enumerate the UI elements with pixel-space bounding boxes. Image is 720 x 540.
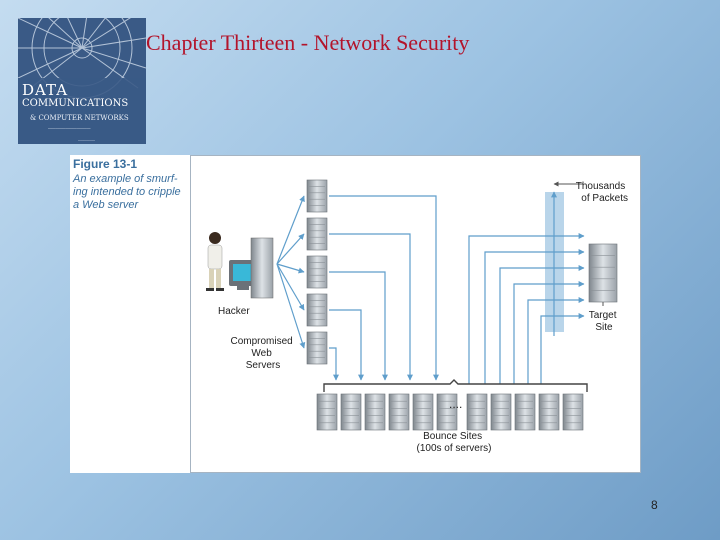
page-number: 8 <box>651 498 658 512</box>
slide-title: Chapter Thirteen - Network Security <box>146 30 470 55</box>
wheel-graphic <box>18 18 146 144</box>
book-cover-image: DATA COMMUNICATIONS & COMPUTER NETWORKS … <box>18 18 146 144</box>
reply-flood-arrow <box>513 281 585 384</box>
bounce-server-icon <box>562 393 584 431</box>
hacker-icon <box>206 232 224 291</box>
bounce-server-icon <box>340 393 362 431</box>
compromised-server-icon <box>306 331 328 365</box>
bounce-sites-label: Bounce Sites (100s of servers) <box>416 431 491 454</box>
reply-flood-arrow <box>468 233 585 384</box>
bounce-server-icon <box>538 393 560 431</box>
hacker-command-arrow <box>276 263 305 274</box>
bounce-server-icon <box>514 393 536 431</box>
spoofed-request-arrow <box>329 195 439 381</box>
hacker-label: Hacker <box>218 306 250 317</box>
bounce-ellipsis: .... <box>449 397 462 411</box>
target-server-icon <box>588 243 618 303</box>
compromised-server-icon <box>306 179 328 213</box>
reply-flood-arrow <box>499 265 585 384</box>
bounce-server-icon <box>436 393 458 431</box>
hacker-command-arrow <box>276 195 305 265</box>
compromised-server-icon <box>306 293 328 327</box>
compromised-servers-label: Compromised Web Servers <box>230 336 295 371</box>
compromised-server-icon <box>306 217 328 251</box>
hacker-computer-icon <box>229 237 274 299</box>
compromised-server-icon <box>306 255 328 289</box>
spoofed-request-arrow <box>329 309 364 381</box>
cover-title-line1: DATA <box>22 81 69 99</box>
bounce-server-icon <box>364 393 386 431</box>
spoofed-request-arrow <box>329 233 413 381</box>
figure-caption-panel: Figure 13-1 An example of smurf-ing inte… <box>70 155 190 473</box>
figure-number: Figure 13-1 <box>73 157 138 171</box>
bounce-server-icon <box>388 393 410 431</box>
bounce-bracket <box>323 379 588 392</box>
smurf-attack-diagram: .... Hacker Compromised Web Servers Thou… <box>190 155 641 473</box>
bounce-server-icon <box>490 393 512 431</box>
spoofed-request-arrow <box>329 271 388 381</box>
hacker-command-arrow <box>276 263 305 311</box>
figure-caption: An example of smurf-ing intended to crip… <box>73 173 181 211</box>
cover-title-line3: & COMPUTER NETWORKS <box>30 114 129 122</box>
target-site-label: Target Site <box>589 310 620 333</box>
hacker-command-arrow <box>276 233 305 265</box>
cover-author-text: ──────────── <box>48 126 91 132</box>
reply-flood-arrow <box>484 249 585 384</box>
reply-flood-arrow <box>540 313 585 384</box>
cover-title-line2: COMMUNICATIONS <box>22 98 129 109</box>
bounce-server-icon <box>316 393 338 431</box>
cover-publisher-text: ────── <box>78 138 96 143</box>
diagram-canvas: .... Hacker Compromised Web Servers Thou… <box>206 179 628 454</box>
hacker-command-arrow <box>276 263 306 349</box>
thousands-of-packets-label: Thousands of Packets <box>576 181 628 204</box>
reply-flood-arrow <box>527 297 585 384</box>
bounce-server-icon <box>412 393 434 431</box>
spoofed-request-arrow <box>329 347 339 381</box>
bounce-server-icon <box>466 393 488 431</box>
